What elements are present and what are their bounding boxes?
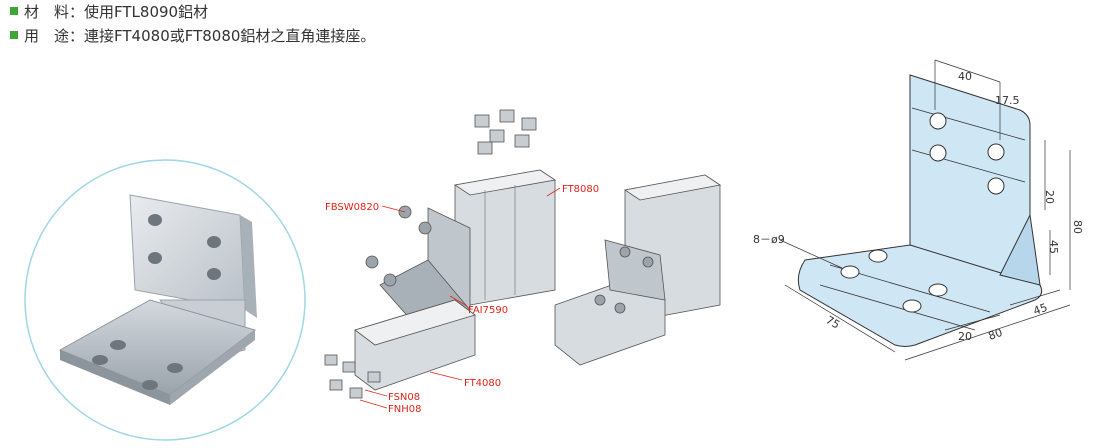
spec-usage-key: 用 途 <box>24 27 70 45</box>
assembled-bracket <box>604 239 666 301</box>
dim-17-5: 17.5 <box>995 94 1020 107</box>
label-fnh08: FNH08 <box>388 404 421 415</box>
bracket-photo <box>24 159 306 441</box>
drawing-holes <box>840 112 1005 313</box>
green-bullet-icon <box>10 30 18 39</box>
technical-drawing <box>779 59 1071 361</box>
dim-45-bottom: 45 <box>1032 301 1050 318</box>
assembled-view <box>554 174 722 366</box>
photo-base-edge <box>60 350 170 405</box>
drawing-gusset <box>999 213 1041 286</box>
ft8080-top <box>453 169 557 196</box>
label-fsn08: FSN08 <box>388 392 420 403</box>
label-fbsw0820: FBSW0820 <box>325 202 379 213</box>
dim-20-bottom: 20 <box>958 330 972 343</box>
photo-base-edge-right <box>170 330 255 405</box>
dim-45-vertical: 45 <box>1047 240 1060 254</box>
spec-material: 材 料：使用FTL8090鋁材 <box>10 2 208 22</box>
green-bullet-icon <box>10 6 18 15</box>
callout-lines <box>359 187 561 409</box>
assembled-vertical-top <box>623 174 722 201</box>
dim-75: 75 <box>824 313 843 331</box>
label-ft4080: FT4080 <box>464 378 501 389</box>
label-ft8080: FT8080 <box>562 184 599 195</box>
assembled-bolts <box>594 246 654 314</box>
dim-80-vertical: 80 <box>1071 220 1084 234</box>
bottom-tnuts <box>324 354 381 399</box>
spec-material-key: 材 料 <box>24 3 70 21</box>
bolts <box>365 205 432 287</box>
photo-plate-edge <box>240 215 257 318</box>
spec-material-sep: ： <box>69 3 85 21</box>
dimension-lines <box>779 59 1071 361</box>
photo-holes <box>92 214 221 390</box>
ft4080-top <box>354 299 476 346</box>
spec-usage: 用 途：連接FT4080或FT8080鋁材之直角連接座。 <box>10 26 375 46</box>
label-fai7590: FAI7590 <box>468 305 508 316</box>
spec-material-value: 使用FTL8090鋁材 <box>84 3 209 21</box>
spec-usage-sep: ： <box>69 27 85 45</box>
spec-usage-value: 連接FT4080或FT8080鋁材之直角連接座。 <box>84 27 376 45</box>
dim-hole-spec: 8－ø9 <box>753 233 785 246</box>
dim-20-vertical: 20 <box>1043 190 1056 204</box>
exploded-assembly <box>324 109 561 409</box>
top-tnuts <box>474 109 537 155</box>
dim-40: 40 <box>958 70 972 83</box>
dim-80-bottom: 80 <box>987 326 1005 343</box>
